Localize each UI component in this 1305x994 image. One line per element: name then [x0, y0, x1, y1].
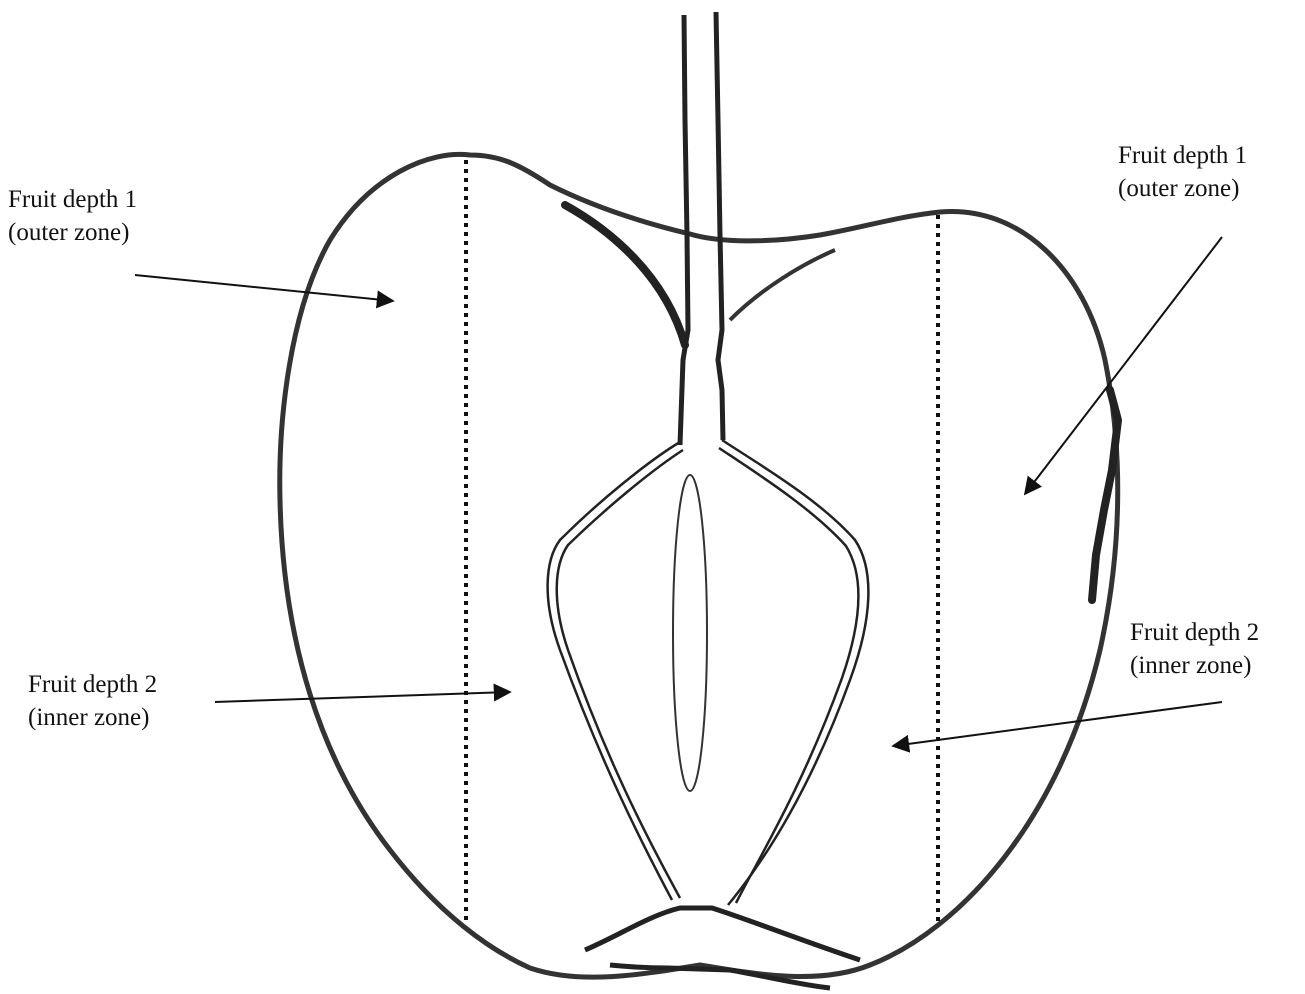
label-line1: Fruit depth 2: [1130, 616, 1259, 649]
core-outline-inner: [557, 448, 859, 903]
label-line1: Fruit depth 2: [28, 668, 157, 701]
label-outer-zone-right: Fruit depth 1 (outer zone): [1118, 139, 1247, 205]
label-line1: Fruit depth 1: [1118, 139, 1247, 172]
core-outline-outer: [548, 440, 869, 905]
arrow-bottom-right: [893, 702, 1222, 746]
arrow-top-left: [135, 275, 393, 301]
label-line2: (outer zone): [8, 216, 137, 249]
label-inner-zone-left: Fruit depth 2 (inner zone): [28, 668, 157, 734]
label-line2: (outer zone): [1118, 172, 1247, 205]
seed-ellipse: [673, 475, 707, 791]
label-inner-zone-right: Fruit depth 2 (inner zone): [1130, 616, 1259, 682]
calyx-top: [585, 908, 860, 960]
label-line2: (inner zone): [28, 701, 157, 734]
label-outer-zone-left: Fruit depth 1 (outer zone): [8, 183, 137, 249]
label-line2: (inner zone): [1130, 649, 1259, 682]
apple-outer-outline: [280, 154, 1118, 977]
stem-cavity-right: [730, 250, 835, 320]
arrow-top-right: [1025, 237, 1222, 494]
stem-right: [716, 12, 723, 440]
label-line1: Fruit depth 1: [8, 183, 137, 216]
